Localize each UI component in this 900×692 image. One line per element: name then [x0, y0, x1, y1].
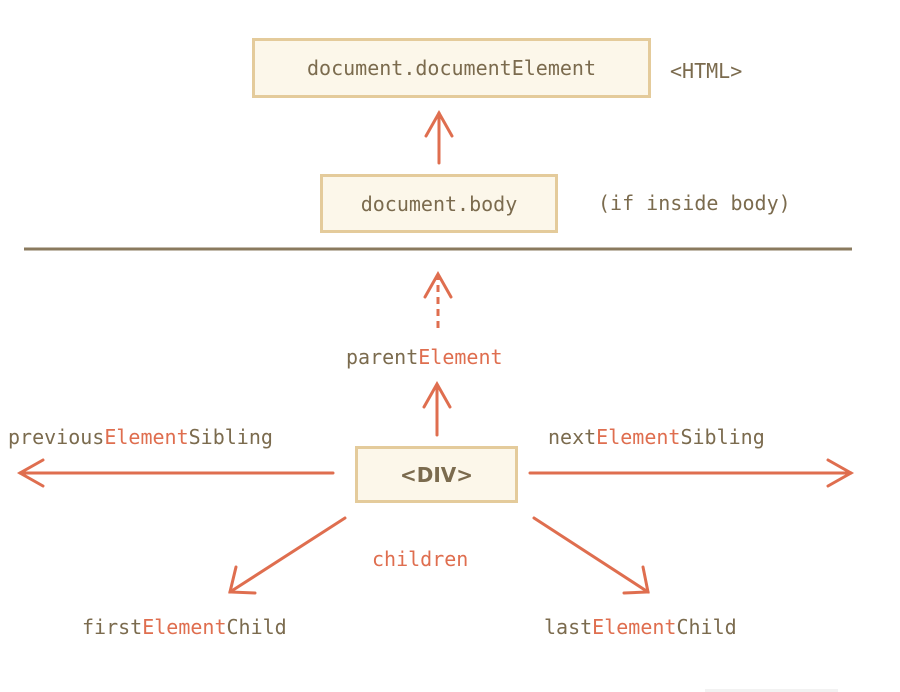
previous-element-sibling-label: previousElementSibling [8, 427, 273, 447]
html-note: <HTML> [670, 59, 743, 83]
previous-sibling-prefix: previous [8, 425, 105, 449]
parent-element-prefix: parent [346, 345, 419, 369]
parent-element-highlight: Element [418, 345, 503, 369]
arrow-left-previous-sibling [16, 458, 335, 488]
last-child-suffix: Child [676, 615, 737, 639]
last-child-prefix: last [544, 615, 593, 639]
next-sibling-highlight: Element [596, 425, 681, 449]
previous-sibling-suffix: Sibling [188, 425, 273, 449]
first-child-highlight: Element [142, 615, 227, 639]
arrow-right-next-sibling [528, 458, 855, 488]
parent-element-label: parentElement [346, 347, 503, 367]
arrow-up-to-parent [422, 380, 452, 437]
first-element-child-label: firstElementChild [82, 617, 287, 637]
arrow-down-right-last-child [532, 516, 650, 595]
arrow-down-left-first-child [228, 516, 347, 595]
document-body-label: document.body [360, 191, 518, 216]
document-body-box: document.body [320, 174, 558, 233]
inside-body-note: (if inside body) [598, 191, 791, 215]
last-element-child-label: lastElementChild [544, 617, 737, 637]
bottom-edge-fragment [705, 689, 838, 692]
div-box: <DIV> [355, 446, 518, 503]
children-label: children [372, 547, 469, 571]
arrow-up-to-document-element [424, 109, 454, 165]
previous-sibling-highlight: Element [104, 425, 189, 449]
document-element-label: document.documentElement [307, 56, 596, 80]
document-element-box: document.documentElement [252, 38, 651, 98]
last-child-highlight: Element [592, 615, 677, 639]
next-element-sibling-label: nextElementSibling [548, 427, 765, 447]
first-child-prefix: first [82, 615, 143, 639]
next-sibling-prefix: next [548, 425, 597, 449]
div-label: <DIV> [399, 462, 474, 487]
arrow-up-dashed [423, 270, 453, 328]
next-sibling-suffix: Sibling [680, 425, 765, 449]
first-child-suffix: Child [226, 615, 287, 639]
